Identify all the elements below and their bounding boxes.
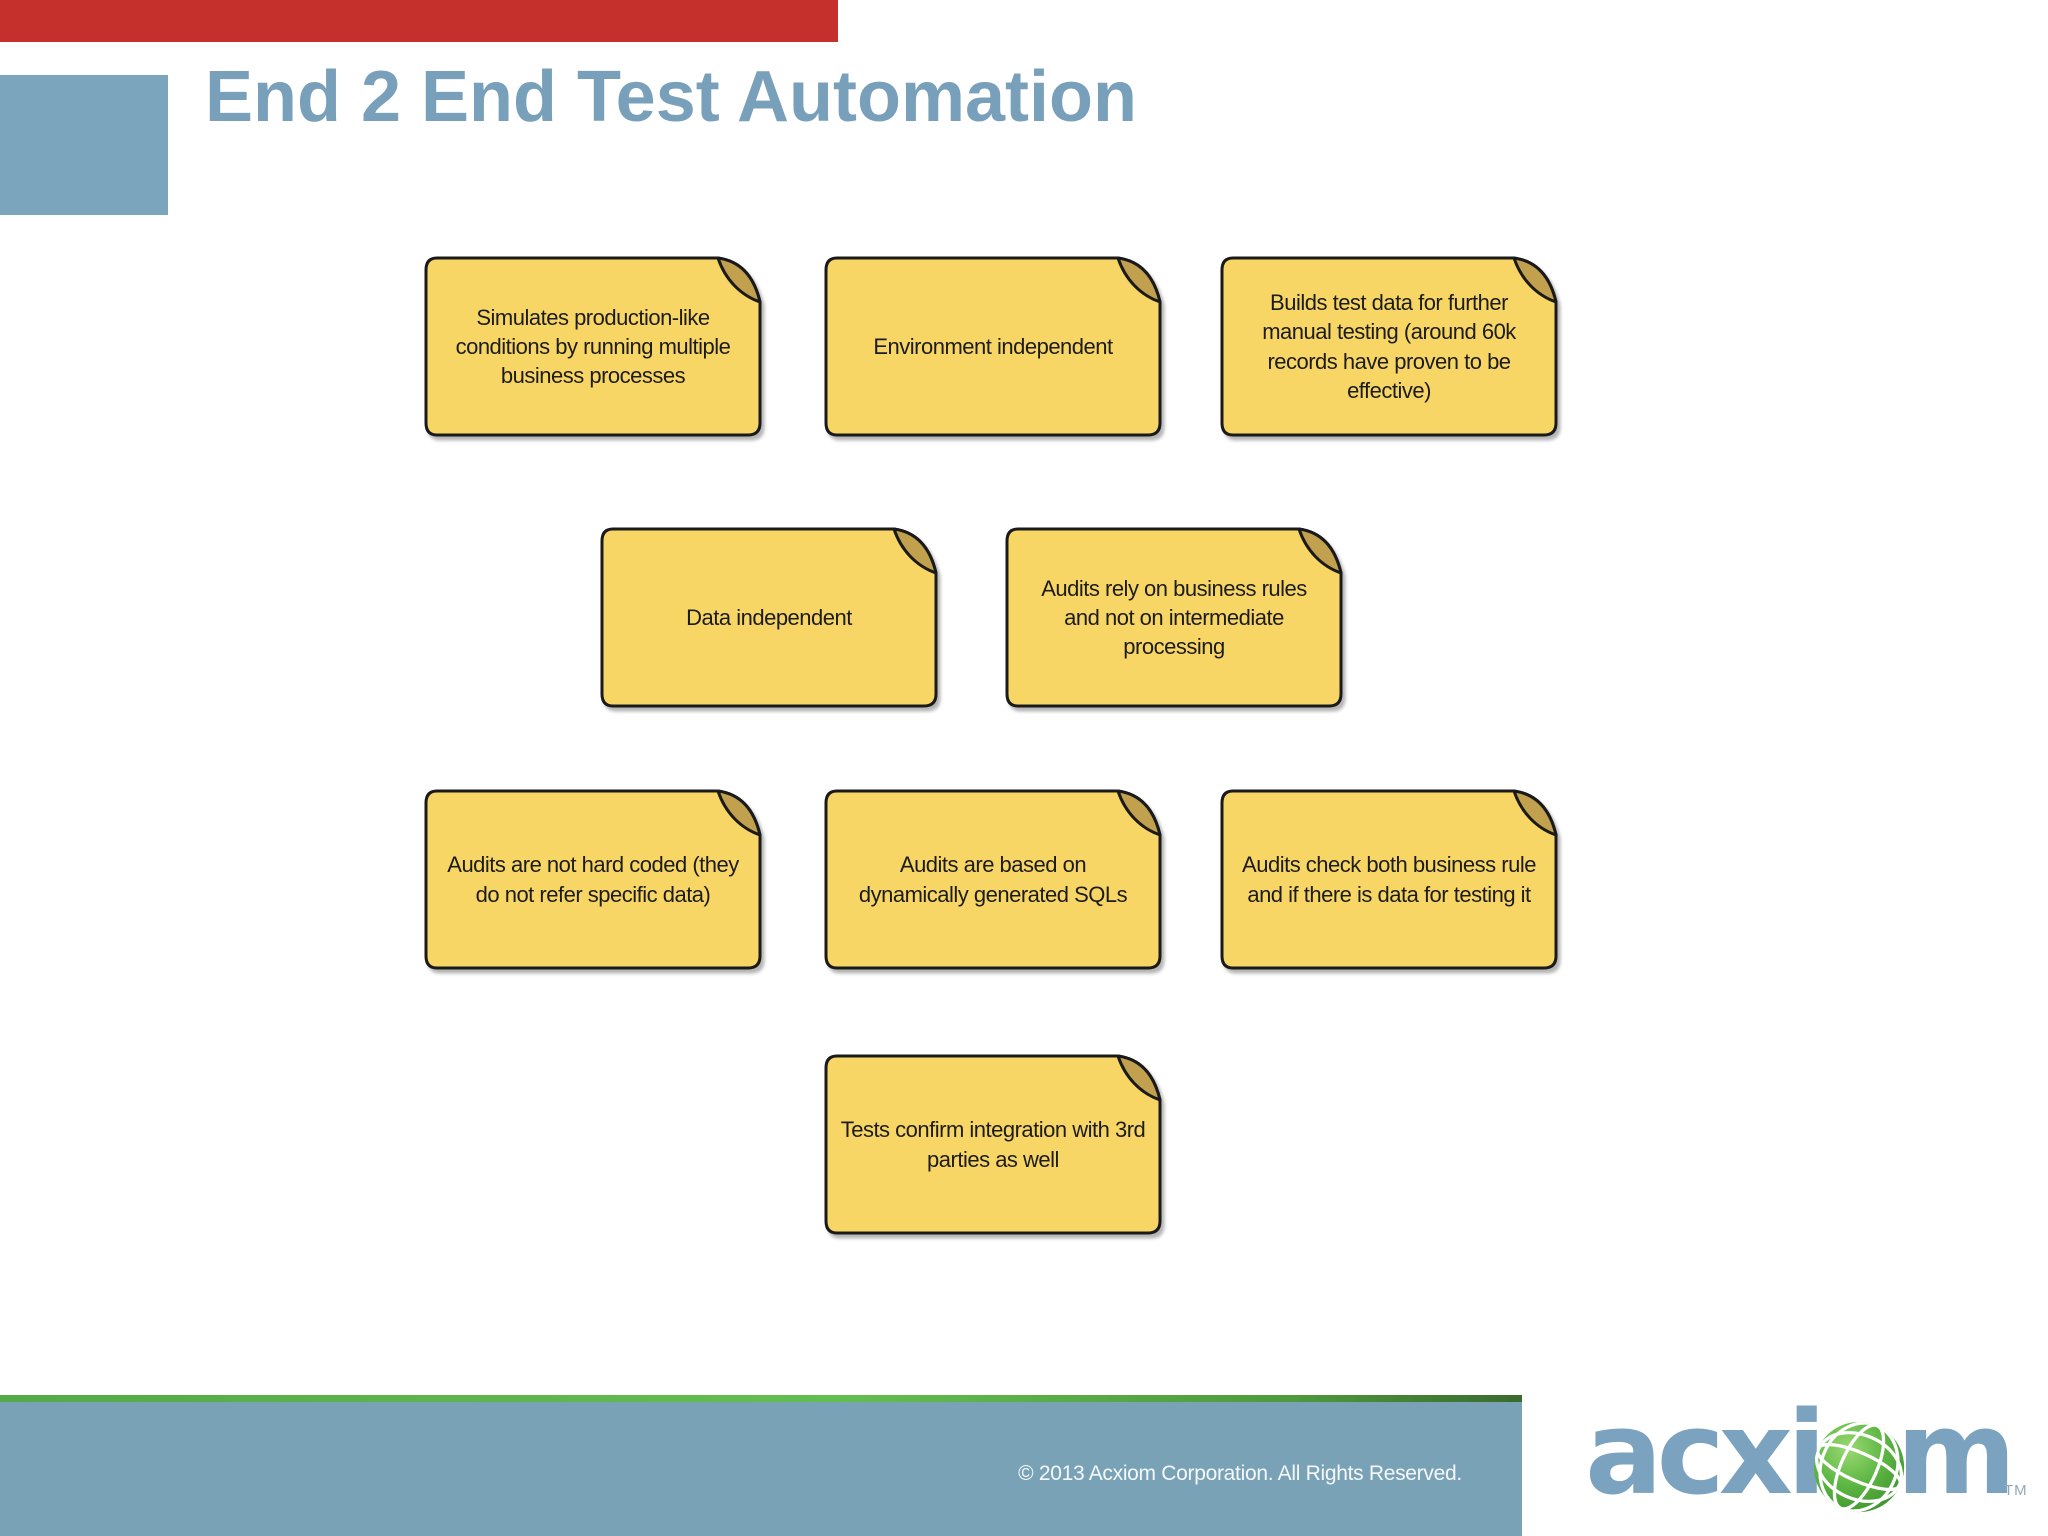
sticky-note-shape (1005, 527, 1343, 708)
sticky-note: Tests confirm integration with 3rd parti… (823, 1053, 1163, 1236)
folded-corner (716, 789, 762, 837)
note-text: Audits are not hard coded (they do not r… (447, 852, 739, 907)
copyright-text: © 2013 Acxiom Corporation. All Rights Re… (1018, 1462, 1462, 1485)
note-text: Builds test data for further manual test… (1262, 290, 1516, 403)
sticky-note: Simulates production-like conditions by … (423, 255, 763, 438)
sticky-note: Builds test data for further manual test… (1219, 255, 1559, 438)
note-text: Simulates production-like conditions by … (455, 304, 731, 389)
folded-corner (1512, 256, 1558, 304)
folded-corner (892, 527, 938, 575)
note-text: Audits check both business rule and if t… (1242, 852, 1536, 907)
sticky-note: Environment independent (823, 255, 1163, 438)
acxiom-logo: acxi m (1585, 1392, 2045, 1517)
note-text: Data independent (686, 604, 852, 630)
sticky-note-shape (424, 256, 762, 437)
sticky-note-shape (1220, 789, 1558, 970)
sticky-note-shape (824, 1054, 1162, 1235)
footer-accent-line (0, 1395, 1522, 1402)
sticky-note-shape (1220, 256, 1558, 437)
sticky-note: Audits rely on business rules and not on… (1004, 526, 1344, 709)
video-progress-bar (0, 0, 838, 42)
sticky-note: Audits check both business rule and if t… (1219, 788, 1559, 971)
trademark-symbol: TM (2004, 1482, 2028, 1499)
slide-title: End 2 End Test Automation (205, 57, 1137, 137)
title-accent-square (0, 75, 168, 215)
sticky-note: Data independent (599, 526, 939, 709)
sticky-note-shape (824, 256, 1162, 437)
footer-bar (0, 1402, 1522, 1536)
note-text: Tests confirm integration with 3rd parti… (840, 1117, 1146, 1172)
sticky-note-shape (424, 789, 762, 970)
sticky-note: Audits are not hard coded (they do not r… (423, 788, 763, 971)
sticky-note-shape (824, 789, 1162, 970)
folded-corner (716, 256, 762, 304)
folded-corner (1297, 527, 1343, 575)
folded-corner (1116, 789, 1162, 837)
note-text: Audits rely on business rules and not on… (1041, 575, 1307, 660)
sticky-note-shape (600, 527, 938, 708)
folded-corner (1512, 789, 1558, 837)
note-text: Environment independent (873, 333, 1113, 359)
folded-corner (1116, 256, 1162, 304)
logo-text-right: m (1896, 1387, 2016, 1521)
note-text: Audits are based on dynamically generate… (858, 852, 1128, 907)
sticky-note: Audits are based on dynamically generate… (823, 788, 1163, 971)
folded-corner (1116, 1054, 1162, 1102)
globe-icon (1814, 1420, 1905, 1513)
logo-text-left: acxi (1585, 1387, 1826, 1521)
